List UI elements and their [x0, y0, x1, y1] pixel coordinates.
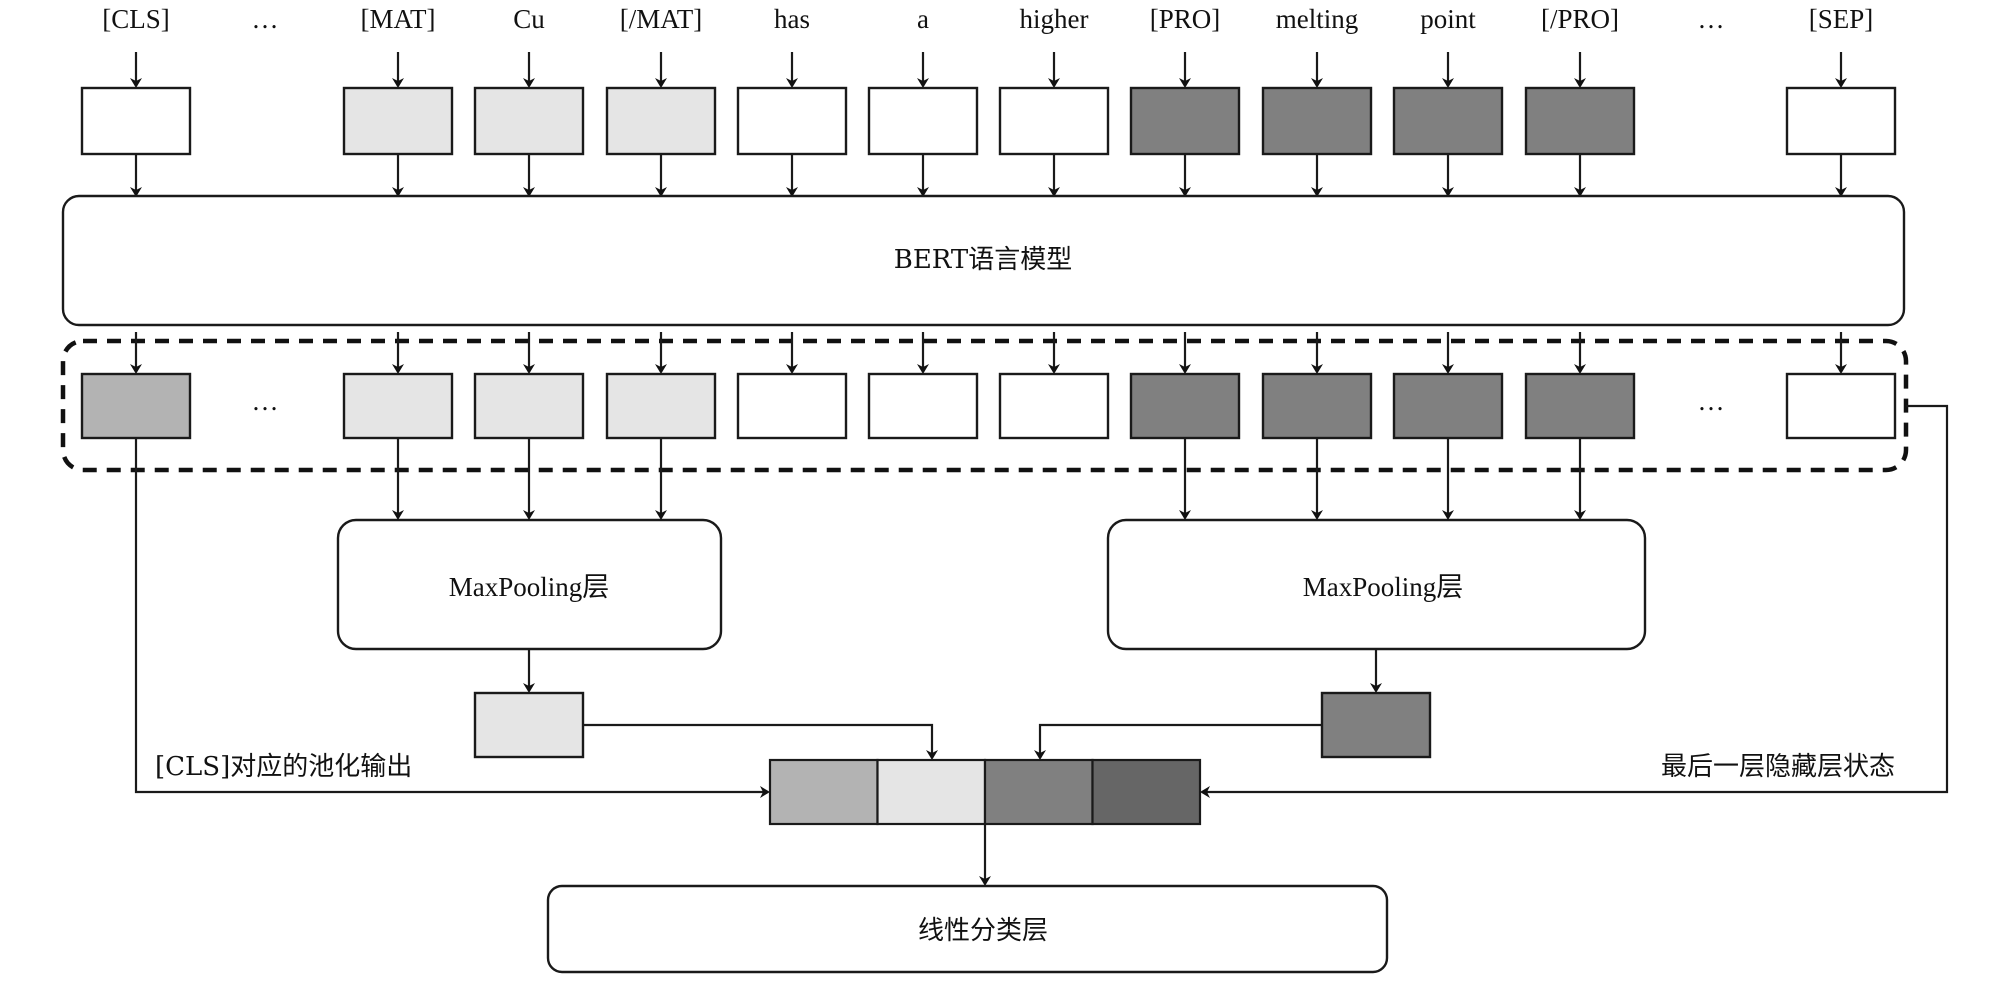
- input-embedding-box: [1129, 86, 1241, 156]
- hidden-state-box: [1261, 372, 1373, 440]
- maxpooling-left-label: MaxPooling层: [449, 572, 610, 602]
- bert-model-label: BERT语言模型: [894, 245, 1073, 275]
- token-label: a: [917, 4, 929, 34]
- input-embedding-box: [867, 86, 979, 156]
- pool-connectors: [134, 404, 1949, 798]
- cls-output-label: [CLS]对应的池化输出: [155, 752, 412, 782]
- input-embedding-box: [605, 86, 717, 156]
- token-label: [MAT]: [361, 4, 436, 34]
- input-embedding-box: [998, 86, 1110, 156]
- input-embedding-box: [1261, 86, 1373, 156]
- concat-cell: [1091, 758, 1202, 826]
- concat-cell: [768, 758, 879, 826]
- hidden-state-box: [867, 372, 979, 440]
- input-embedding-box: [80, 86, 192, 156]
- hidden-ellipsis: …: [252, 386, 279, 416]
- bert-model-box: [61, 194, 1906, 327]
- input-embedding-box: [1785, 86, 1897, 156]
- ellipsis: …: [252, 4, 279, 34]
- input-embedding-boxes: [80, 52, 1897, 197]
- linear-classifier-box: [546, 884, 1389, 974]
- concat-cell: [876, 758, 987, 826]
- hidden-state-box: [1129, 372, 1241, 440]
- input-embedding-box: [1392, 86, 1504, 156]
- token-label: [/PRO]: [1541, 4, 1619, 34]
- hidden-state-box: [1392, 372, 1504, 440]
- token-label: point: [1420, 4, 1476, 34]
- hidden-state-box: [473, 372, 585, 440]
- ellipsis: …: [1698, 4, 1725, 34]
- input-token-labels: [CLS] … [MAT] Cu [/MAT] has a higher [PRO] meltin…: [102, 4, 1873, 34]
- hidden-state-box: [1524, 372, 1636, 440]
- last-hidden-state-label: 最后一层隐藏层状态: [1661, 752, 1895, 782]
- input-embedding-box: [736, 86, 848, 156]
- token-label: [SEP]: [1809, 4, 1874, 34]
- input-embedding-box: [1524, 86, 1636, 156]
- concatenated-vector: [768, 758, 1202, 886]
- token-label: higher: [1020, 4, 1089, 34]
- hidden-state-box: [1785, 372, 1897, 440]
- maxpooling-right-label: MaxPooling层: [1303, 572, 1464, 602]
- input-embedding-box: [342, 86, 454, 156]
- pooled-right-to-concat-arrow: [1034, 723, 1322, 760]
- hidden-state-box: [998, 372, 1110, 440]
- hidden-state-box: [80, 372, 192, 440]
- token-label: has: [774, 4, 810, 34]
- token-label: [/MAT]: [620, 4, 703, 34]
- hidden-ellipsis: …: [1698, 386, 1725, 416]
- cls-to-concat-arrow: [134, 438, 770, 798]
- token-label: Cu: [513, 4, 545, 34]
- last-hidden-to-concat-arrow: [1200, 404, 1949, 798]
- pooled-output-right: [1320, 691, 1432, 759]
- hidden-state-boxes: ……: [80, 332, 1897, 440]
- token-label: [CLS]: [102, 4, 170, 34]
- pooled-left-to-concat-arrow: [583, 723, 938, 760]
- hidden-state-box: [736, 372, 848, 440]
- hidden-state-box: [342, 372, 454, 440]
- token-label: melting: [1276, 4, 1359, 34]
- token-label: [PRO]: [1150, 4, 1221, 34]
- input-embedding-box: [473, 86, 585, 156]
- hidden-state-box: [605, 372, 717, 440]
- pooled-output-left: [473, 691, 585, 759]
- linear-classifier-label: 线性分类层: [918, 916, 1048, 946]
- concat-cell: [983, 758, 1094, 826]
